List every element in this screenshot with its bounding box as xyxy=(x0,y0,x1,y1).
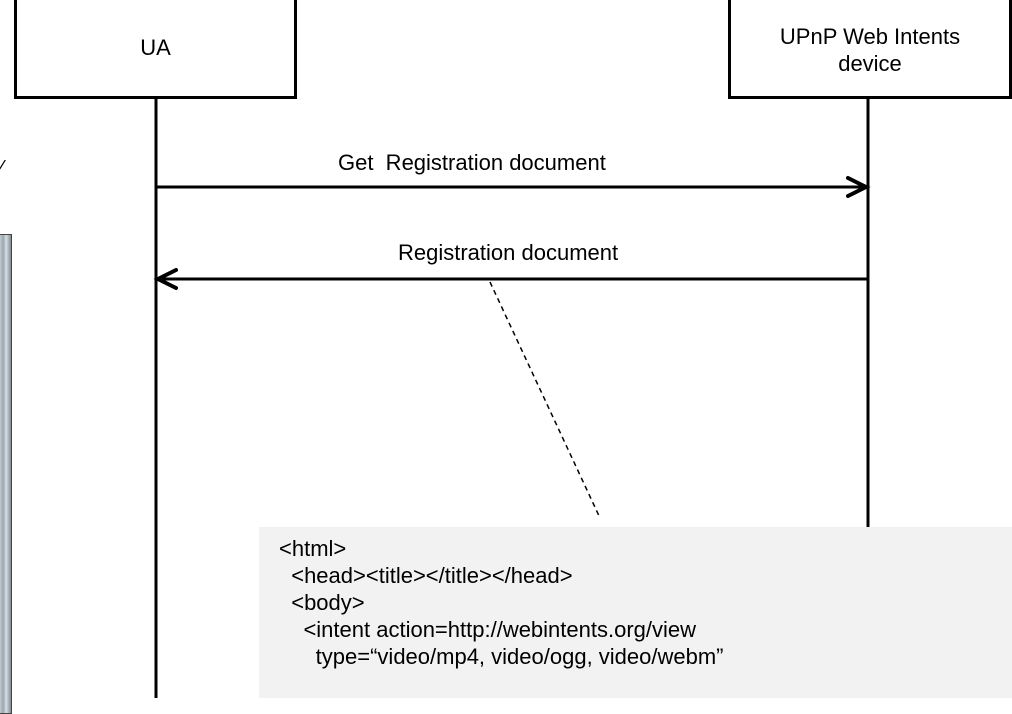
ua-label: UA xyxy=(140,35,171,60)
get-registration-label: Get Registration document xyxy=(338,150,606,175)
code-line: <head><title></title></head> xyxy=(279,563,573,588)
registration-document-label: Registration document xyxy=(398,240,619,265)
code-line: <html> xyxy=(279,536,347,561)
ua-participant-box: UA xyxy=(14,0,297,99)
code-line: <body> xyxy=(279,590,365,615)
code-line: <intent action=http://webintents.org/vie… xyxy=(279,617,697,642)
device-participant-box: UPnP Web Intents device xyxy=(728,0,1012,99)
registration-document-arrowhead xyxy=(153,268,178,290)
callout-dashed-line xyxy=(489,281,601,519)
device-label-line1: UPnP Web Intents xyxy=(779,23,961,49)
left-edge-window-fragment xyxy=(0,234,12,714)
device-label: UPnP Web Intents device xyxy=(780,23,960,77)
device-label-line2: device xyxy=(838,50,902,76)
registration-document-code-box: <html> <head><title></title></head> <bod… xyxy=(259,527,1012,698)
code-line: type=“video/mp4, video/ogg, video/webm” xyxy=(279,644,724,669)
left-edge-mark: ⁄ xyxy=(0,157,4,179)
sequence-diagram-canvas xyxy=(153,99,871,698)
get-registration-arrowhead xyxy=(846,176,871,198)
